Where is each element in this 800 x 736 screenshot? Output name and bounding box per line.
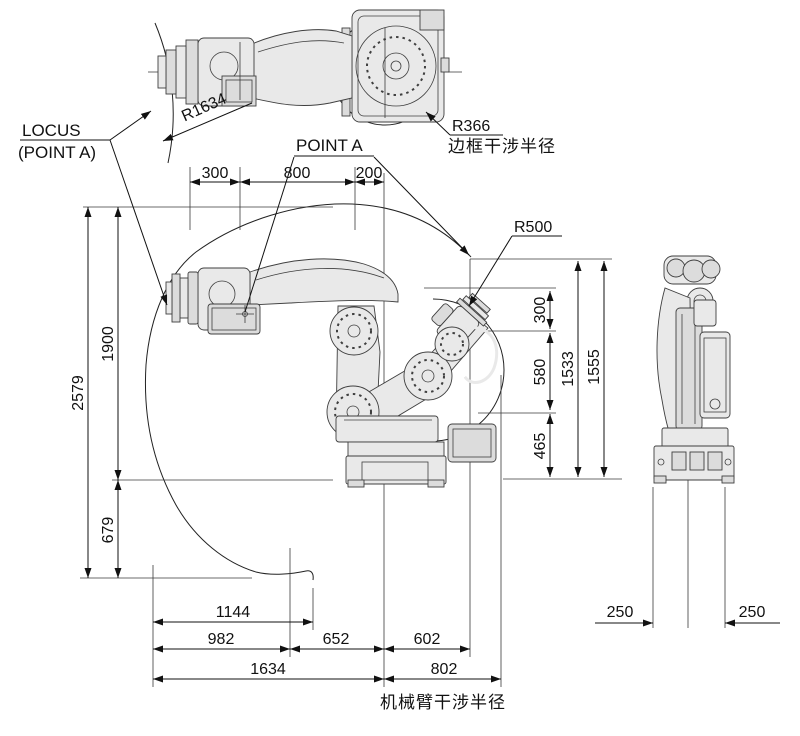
sideview-foot-right	[427, 479, 445, 488]
r366-caption: 边框干涉半径	[448, 137, 556, 156]
frontview-shoulder-box	[693, 299, 717, 327]
topview-motor-inner	[225, 79, 253, 103]
frontview-base-slot3	[707, 451, 723, 471]
sideview-wrist-disc	[434, 326, 470, 362]
arm-interference-caption: 机械臂干涉半径	[380, 693, 506, 712]
frontview-right-box	[699, 331, 731, 419]
sideview-cable-curl-inner	[463, 326, 499, 384]
dim-1555: 1555	[586, 349, 603, 385]
dim-300-right: 300	[532, 297, 549, 324]
dim-1533: 1533	[560, 351, 577, 387]
locus-leader-lower	[109, 139, 168, 306]
point-a-label: POINT A	[296, 136, 363, 155]
topview-flange-ring1	[185, 39, 199, 105]
frontview-foot-left	[653, 475, 667, 484]
sideview-extended-arm	[249, 258, 399, 306]
topview-flange-ring4	[157, 55, 167, 89]
locus-leader-upper	[109, 110, 152, 141]
frontview-wrist-circle3	[701, 259, 721, 279]
sideview-arm-accent	[255, 268, 385, 281]
frontview-foot-right	[721, 475, 735, 484]
sideview-shoulder-disc	[329, 306, 379, 356]
sideview-side-box	[447, 423, 497, 463]
topview-base-inner	[357, 15, 439, 117]
r366-leader	[425, 111, 451, 136]
sideview-flange-ring2	[179, 277, 189, 319]
locus-label-line2: (POINT A)	[18, 143, 96, 162]
topview-hub-center	[390, 60, 402, 72]
sideview-flange-ring3	[171, 273, 181, 323]
locus-label-line1: LOCUS	[22, 121, 81, 140]
dim-679: 679	[100, 517, 117, 544]
r1634-leader	[162, 102, 253, 142]
frontview-right-box-inner	[703, 337, 727, 413]
robot-top-view	[148, 9, 462, 123]
r366-label: R366	[452, 118, 490, 135]
working-envelope-arc	[144, 203, 472, 581]
topview-base-box	[419, 9, 445, 31]
sideview-base-inner	[361, 461, 429, 481]
topview-flange-ring2	[175, 45, 187, 99]
topview-base-tab	[440, 57, 450, 73]
dim-2579: 2579	[70, 375, 87, 411]
sideview-motor-box	[207, 303, 261, 335]
sideview-base-block	[345, 455, 447, 485]
dim-1900: 1900	[100, 326, 117, 362]
r500-leader	[468, 235, 513, 307]
dimension-lines	[84, 178, 780, 683]
frontview-wrist-circle2	[682, 259, 706, 283]
robot-side-view	[165, 258, 499, 488]
sideview-motor-inner	[211, 307, 257, 331]
r500-label: R500	[514, 219, 552, 236]
dim-1144: 1144	[216, 604, 251, 621]
topview-flange-ring3	[165, 49, 177, 95]
frontview-bolt-right	[724, 458, 732, 466]
dim-250-right: 250	[739, 604, 766, 621]
sideview-side-box-inner	[452, 428, 492, 458]
topview-arm-accent	[257, 40, 345, 53]
leader-lines	[20, 102, 562, 313]
frontview-base-slot2	[689, 451, 705, 471]
sideview-flange-ring1	[187, 271, 199, 325]
topview-motor-box	[221, 75, 257, 107]
sideview-flange-ring4	[165, 281, 173, 315]
robot-front-view	[653, 255, 735, 484]
topview-hub	[382, 52, 410, 80]
frontview-base-slot1	[671, 451, 687, 471]
sideview-elbow-disc	[403, 351, 453, 401]
dim-802: 802	[431, 661, 458, 678]
frontview-box-circle	[709, 398, 721, 410]
dim-300-top: 300	[202, 165, 229, 182]
topview-bolt-ring	[366, 36, 426, 96]
dim-200: 200	[356, 165, 383, 182]
topview-arm	[251, 29, 353, 106]
dim-250-left: 250	[607, 604, 634, 621]
dim-465: 465	[532, 433, 549, 460]
dim-652: 652	[323, 631, 350, 648]
dim-800: 800	[284, 165, 311, 182]
dim-982: 982	[208, 631, 235, 648]
frontview-turntable	[661, 427, 729, 449]
dim-580: 580	[532, 359, 549, 386]
point-a-marker	[236, 305, 254, 323]
dim-1634: 1634	[250, 661, 286, 678]
dim-602: 602	[414, 631, 441, 648]
pointa-leader-left	[244, 156, 295, 313]
topview-swing-circle	[355, 25, 437, 107]
frontview-bolt-left	[657, 458, 665, 466]
pointa-leader-right	[373, 156, 470, 256]
sideview-foot-left	[347, 479, 365, 488]
frontview-wrist-circle1	[666, 258, 686, 278]
